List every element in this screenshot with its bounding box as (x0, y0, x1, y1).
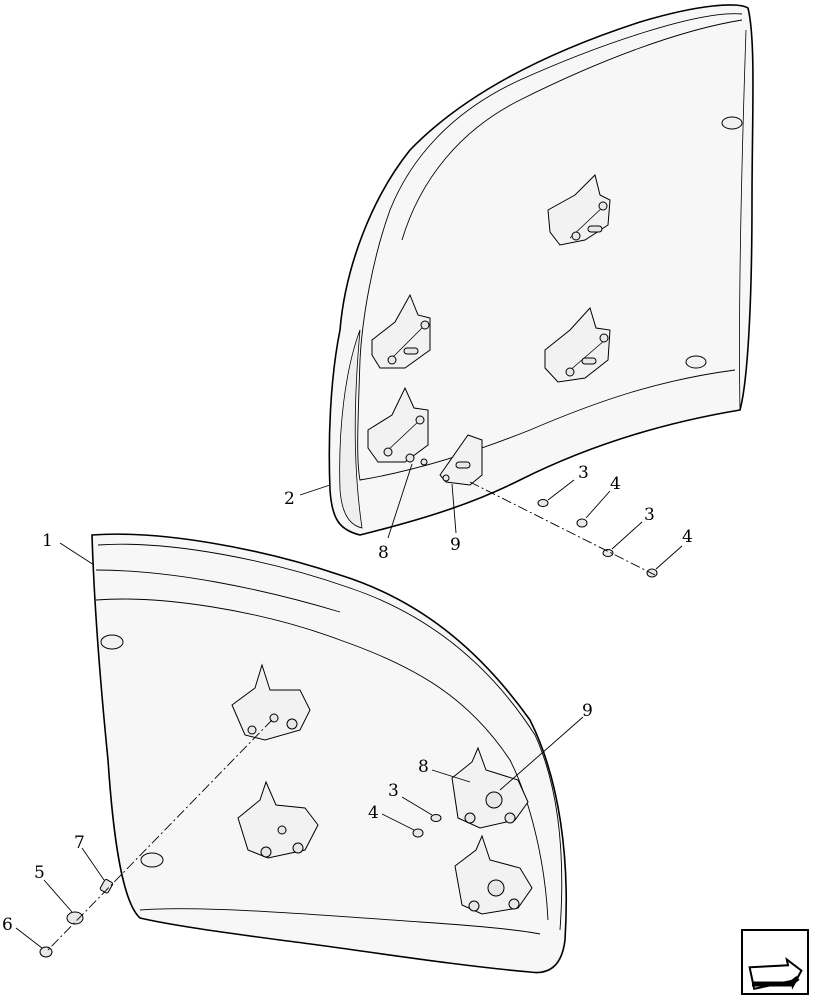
nut-4a (576, 518, 588, 528)
callout-5: 5 (34, 863, 45, 883)
leader-4c (381, 813, 415, 831)
callout-3-lower: 3 (388, 781, 399, 801)
washer-3c (430, 814, 442, 822)
nut-4c (412, 828, 424, 838)
panel-2-hinge-2 (371, 293, 431, 369)
panel-2-hinge-4 (367, 386, 429, 466)
leader-2 (299, 484, 331, 496)
leader-8a (387, 463, 413, 539)
leader-9a (451, 483, 457, 534)
callout-4-lower: 4 (368, 803, 379, 823)
callout-2: 2 (284, 489, 295, 509)
leader-5 (43, 879, 73, 913)
hardware-lower (39, 814, 442, 958)
leader-4b (655, 545, 683, 570)
callout-9-upper: 9 (450, 535, 461, 555)
leader-3b (611, 521, 643, 550)
callout-1: 1 (42, 531, 53, 551)
callout-4-upper-a: 4 (610, 474, 621, 494)
nut-6 (39, 946, 53, 958)
panel-1-tab-top (100, 634, 124, 650)
leader-1 (59, 542, 95, 566)
callout-4-upper-b: 4 (682, 527, 693, 547)
callout-3-upper-b: 3 (644, 505, 655, 525)
washer-3b (602, 549, 614, 557)
leader-7 (81, 847, 105, 881)
callout-3-upper-a: 3 (578, 463, 589, 483)
leader-3a (547, 479, 575, 501)
leader-3c (401, 796, 433, 816)
callout-7: 7 (74, 833, 85, 853)
panel-1-hinge-3 (451, 746, 529, 829)
hardware-upper (537, 499, 658, 578)
panel-1-hinge-2 (237, 780, 319, 859)
callout-6: 6 (2, 915, 13, 935)
washer-3a (537, 499, 549, 507)
callout-8-upper: 8 (378, 543, 389, 563)
assembly-line-upper (469, 481, 656, 576)
leader-4a (585, 490, 611, 519)
panel-2-tab-bottom (685, 355, 707, 369)
washer-5 (66, 911, 84, 925)
panel-1-tab-bottom (140, 852, 164, 868)
panel-1-hinge-1 (231, 663, 311, 741)
leader-8b (431, 769, 471, 783)
leader-6 (15, 927, 43, 949)
panel-1-hinge-4 (454, 834, 533, 915)
callout-9-lower: 9 (582, 701, 593, 721)
panel-1 (91, 533, 567, 974)
callout-8-lower: 8 (418, 757, 429, 777)
panel-2-plate (439, 434, 483, 486)
arrow-navigation-icon[interactable] (741, 929, 809, 995)
panel-2-hinge-1 (547, 174, 611, 246)
panel-2-tab-top (721, 116, 743, 130)
leader-9b (499, 716, 584, 791)
panel-2-hinge-3 (544, 307, 611, 383)
panel-2 (328, 4, 754, 536)
spring-7 (99, 879, 114, 894)
